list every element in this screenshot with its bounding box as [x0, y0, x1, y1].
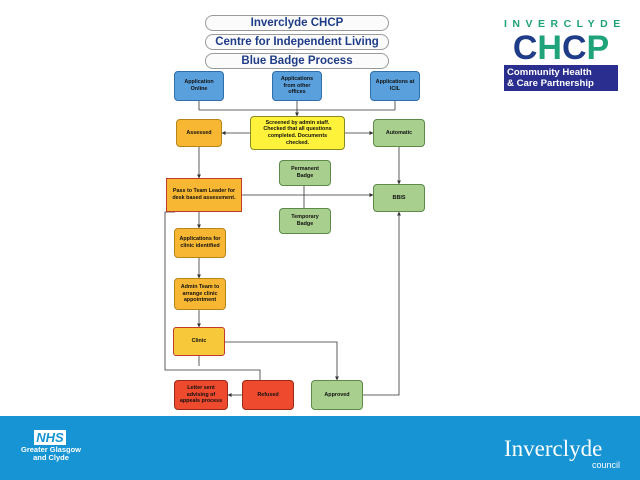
nhs-line2: and Clyde	[33, 453, 69, 462]
logo-chcp-letters: CHCP	[504, 31, 618, 65]
nhs-board-name: Greater Glasgow and Clyde	[18, 446, 84, 462]
logo-letter-c2: C	[561, 29, 587, 67]
logo-letter-h: H	[537, 29, 562, 67]
nhs-line1: Greater Glasgow	[20, 445, 82, 454]
node-app-other-offices: Applications from other offices	[272, 71, 322, 101]
node-assessed: Assessed	[176, 119, 222, 147]
title-chcp: Inverclyde CHCP	[205, 15, 389, 31]
node-permanent-badge: Permanent Badge	[279, 160, 331, 186]
title-centre: Centre for Independent Living	[205, 34, 389, 50]
node-clinic-identified: Applications for clinic identified	[174, 228, 226, 258]
node-bbis: BBIS	[373, 184, 425, 212]
node-refused: Refused	[242, 380, 294, 410]
node-team-leader: Pass to Team Leader for desk based asses…	[166, 178, 242, 212]
logo-letter-c1: C	[512, 29, 538, 67]
node-clinic: Clinic	[173, 327, 225, 356]
nhs-logo: NHS	[34, 430, 66, 445]
logo-word: INVERCLYDE	[504, 18, 626, 30]
council-logo: Inverclyde	[504, 436, 603, 461]
connector-approved-bbis	[363, 211, 401, 396]
node-screened: Screened by admin staff. Checked that al…	[250, 116, 345, 150]
logo-subtitle: Community Health & Care Partnership	[504, 65, 618, 91]
node-automatic: Automatic	[373, 119, 425, 147]
node-letter-sent: Letter sent advising of appeals process	[174, 380, 228, 410]
council-sub: council	[592, 460, 621, 470]
node-admin-team: Admin Team to arrange clinic appointment	[174, 278, 226, 310]
node-approved: Approved	[311, 380, 363, 410]
logo-letter-p: P	[586, 29, 610, 67]
connector-teamleader-refused	[164, 211, 261, 380]
connector-clinic-approved	[225, 341, 339, 381]
logo-subtitle-line2: & Care Partnership	[507, 78, 594, 89]
chcp-logo: INVERCLYDE CHCP Community Health & Care …	[504, 18, 626, 91]
node-temporary-badge: Temporary Badge	[279, 208, 331, 234]
footer-bar	[0, 416, 640, 480]
title-process: Blue Badge Process	[205, 53, 389, 69]
node-app-icil: Applications at ICIL	[370, 71, 420, 101]
node-app-online: Application Online	[174, 71, 224, 101]
logo-subtitle-line1: Community Health	[507, 67, 592, 78]
